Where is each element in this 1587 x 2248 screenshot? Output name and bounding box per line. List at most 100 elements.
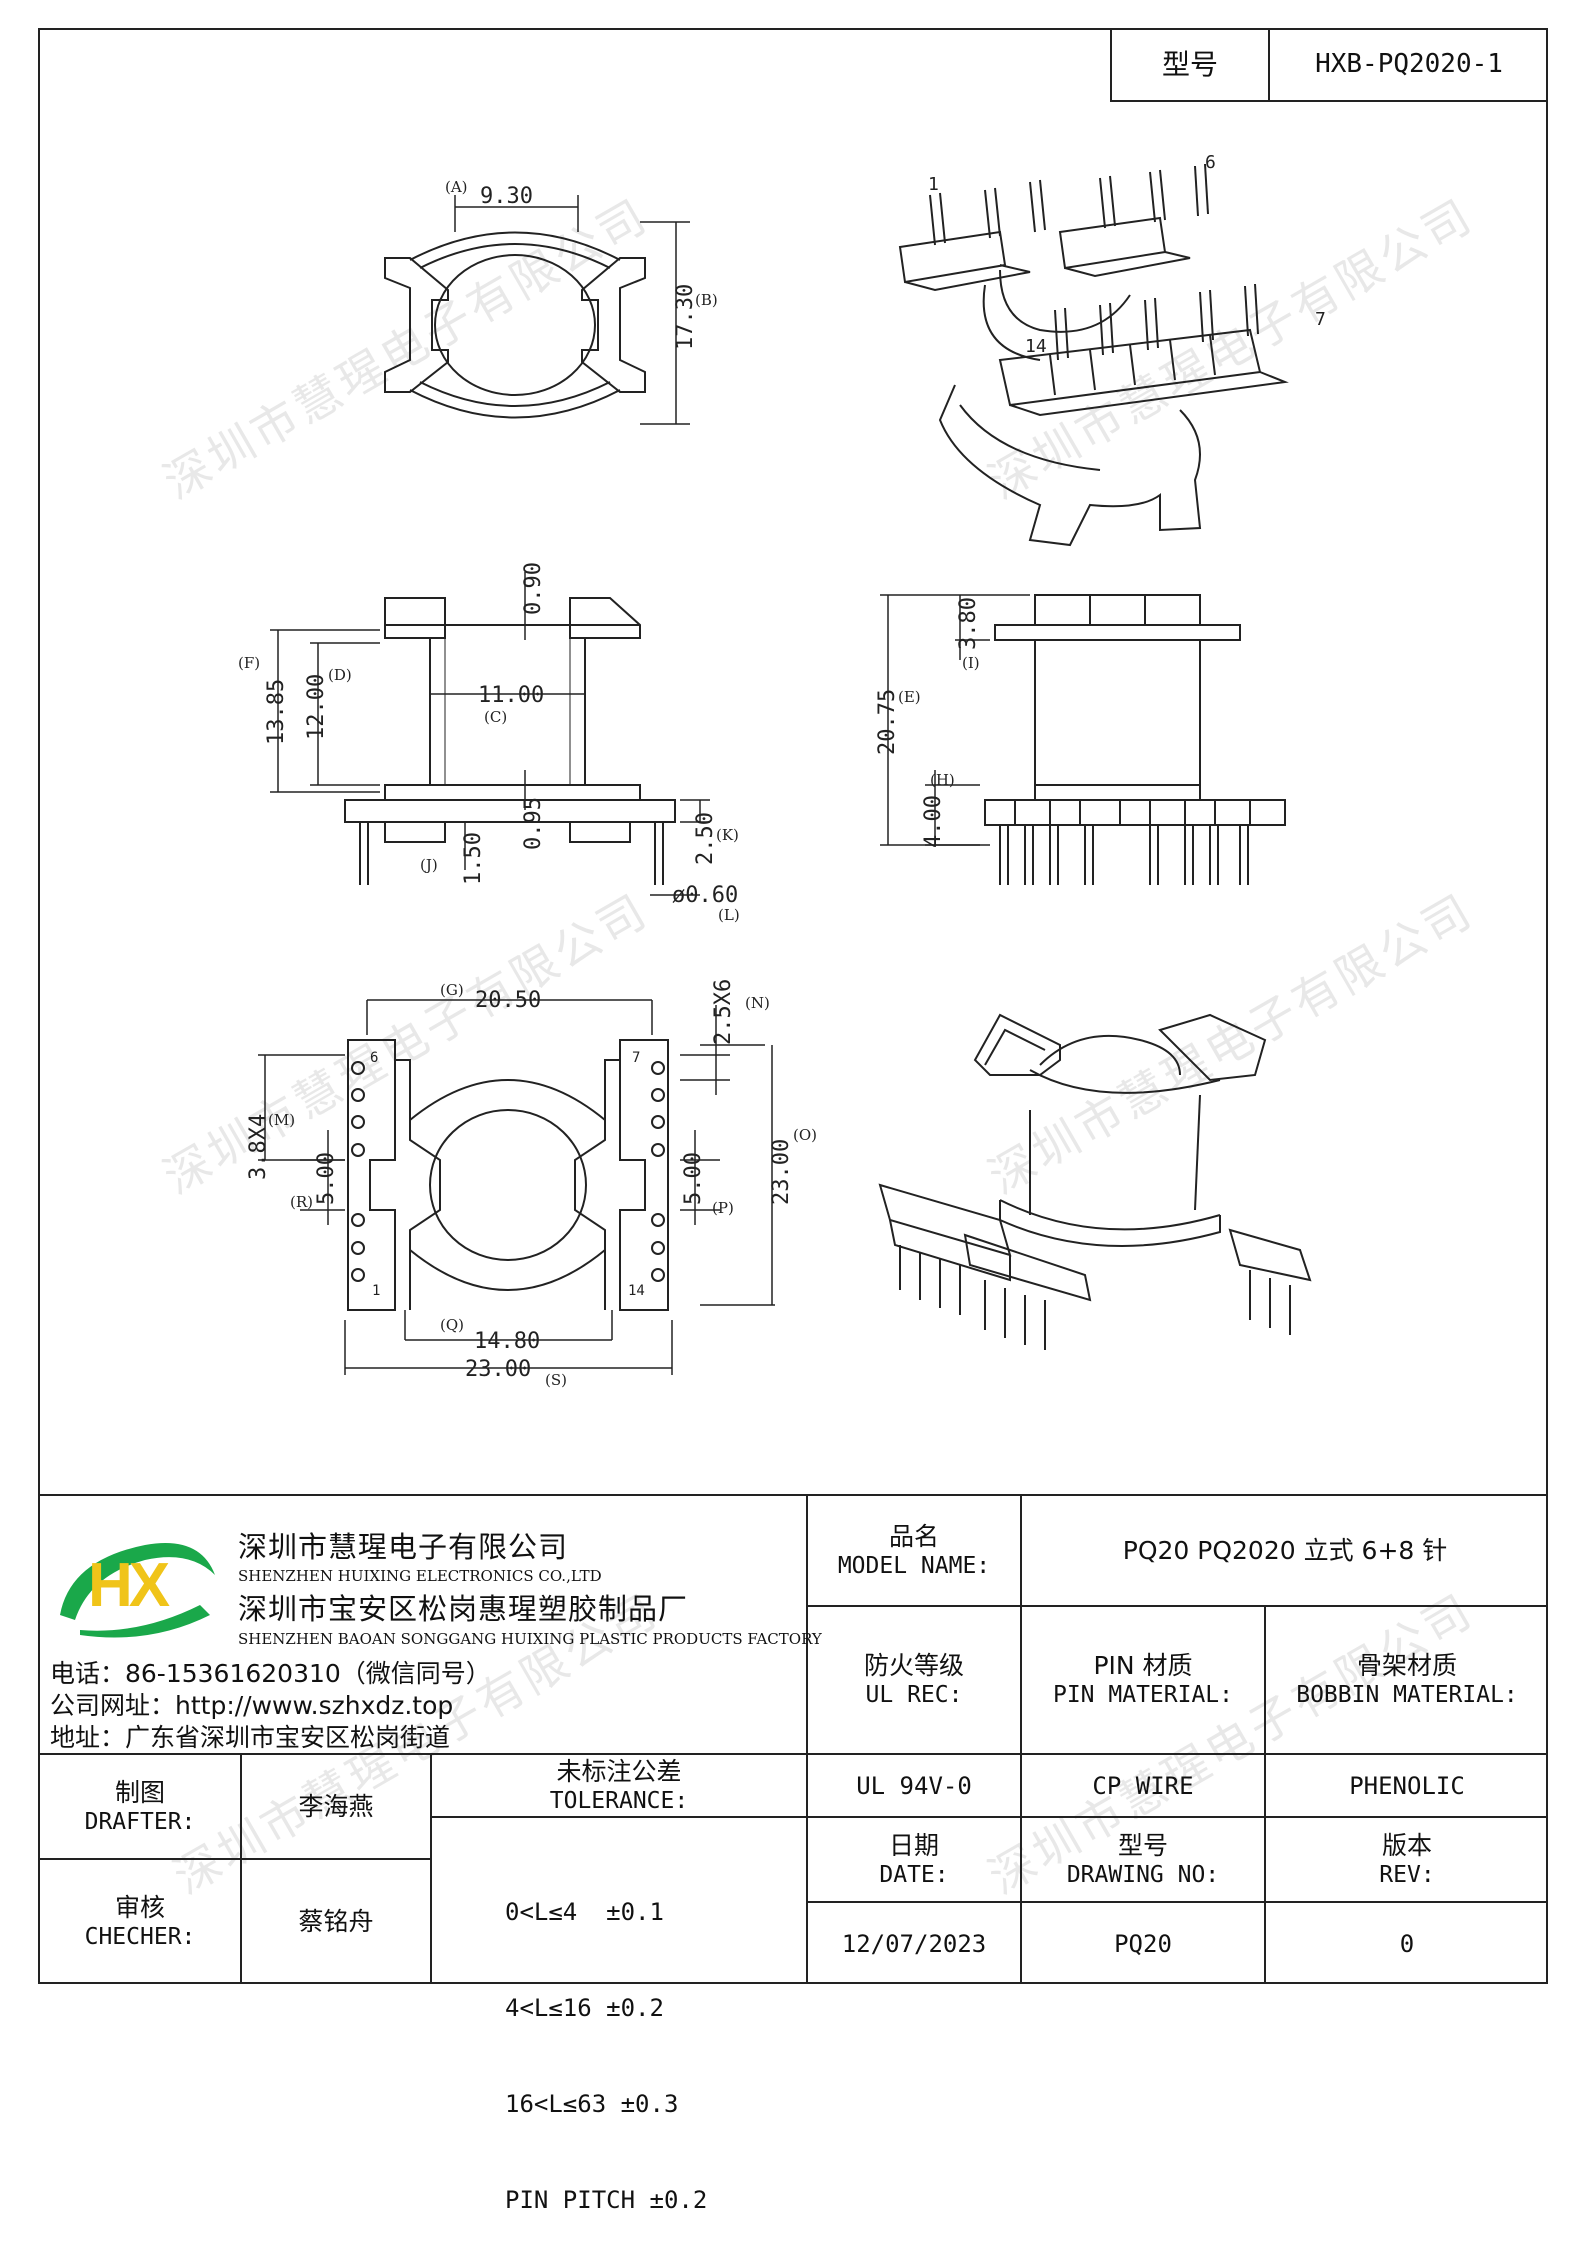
dim-a-tag: (A) bbox=[445, 178, 468, 196]
model-name-en: MODEL NAME: bbox=[837, 1552, 991, 1579]
dim-f-value: 13.85 bbox=[264, 679, 289, 745]
company-address: 地址：广东省深圳市宝安区松岗街道 bbox=[50, 1723, 451, 1752]
dim-l-tag: (L) bbox=[718, 906, 740, 924]
logo-text: HX bbox=[88, 1551, 170, 1620]
tolerance-line: 0<L≤4 ±0.1 bbox=[505, 1898, 664, 1926]
iso-view-bottom bbox=[878, 1013, 1312, 1350]
ul-en: UL REC: bbox=[865, 1682, 963, 1709]
checker-cn: 审核 bbox=[114, 1893, 165, 1922]
grid-line bbox=[38, 1858, 430, 1860]
dim-o-value: 23.00 bbox=[769, 1139, 794, 1205]
header-model-label: 型号 bbox=[1161, 47, 1218, 81]
dim-p-value: 5.00 bbox=[681, 1152, 706, 1205]
grid-line bbox=[806, 1901, 1548, 1903]
dim-c-value: 11.00 bbox=[478, 683, 544, 708]
grid-line bbox=[430, 1753, 432, 1984]
bottom-pin-14: 14 bbox=[628, 1283, 645, 1299]
rev-value: 0 bbox=[1399, 1929, 1415, 1958]
dim-f-tag: (F) bbox=[238, 654, 260, 672]
dim-k-tag: (K) bbox=[716, 826, 739, 844]
bobbin-value: PHENOLIC bbox=[1349, 1771, 1465, 1800]
dim-i-tag: (I) bbox=[962, 654, 980, 672]
top-view: 9.30 (A) 17.30 (B) bbox=[384, 178, 718, 425]
ul-cn: 防火等级 bbox=[863, 1651, 964, 1680]
iso-view-top: 1 6 7 14 bbox=[898, 152, 1326, 547]
dim-e-tag: (E) bbox=[898, 688, 921, 706]
model-name-cn: 品名 bbox=[888, 1521, 939, 1551]
rev-en: REV: bbox=[1379, 1861, 1435, 1888]
model-name-value: PQ20 PQ2020 立式 6+8 针 bbox=[1122, 1535, 1448, 1565]
dim-s-tag: (S) bbox=[545, 1371, 567, 1389]
company-name-cn: 深圳市慧瑆电子有限公司 bbox=[238, 1530, 569, 1564]
dim-j-tag: (J) bbox=[420, 856, 438, 874]
title-block-divider bbox=[806, 1494, 808, 1984]
dim-e-value: 20.75 bbox=[875, 689, 900, 755]
dim-l-value: ø0.60 bbox=[672, 883, 738, 908]
rev-cn: 版本 bbox=[1381, 1830, 1432, 1860]
dim-j-value: 1.50 bbox=[461, 832, 486, 885]
bottom-view: 20.50 (G) 2.5X6 (N) 3.8X4 (M) 5.00 (R) 5… bbox=[246, 979, 817, 1389]
iso-pin-7: 7 bbox=[1315, 309, 1326, 330]
drafter-cn: 制图 bbox=[114, 1777, 165, 1807]
dim-i-value: 3.80 bbox=[956, 597, 981, 650]
drafter-value: 李海燕 bbox=[298, 1791, 374, 1821]
bobbin-material-cn: 骨架材质 bbox=[1356, 1651, 1457, 1680]
ul-value: UL 94V-0 bbox=[856, 1771, 972, 1800]
iso-pin-1: 1 bbox=[928, 174, 939, 195]
header-model-value: HXB-PQ2020-1 bbox=[1315, 48, 1503, 79]
grid-line bbox=[240, 1753, 242, 1984]
front-view: 3.80 (I) 20.75 (E) 4.00 (H) bbox=[875, 594, 1286, 885]
drawing-no-cn: 型号 bbox=[1117, 1830, 1168, 1860]
dim-m-tag: (M) bbox=[268, 1111, 295, 1129]
dim-s-value: 23.00 bbox=[465, 1357, 531, 1382]
bobbin-material-en: BOBBIN MATERIAL: bbox=[1296, 1682, 1518, 1709]
drawing-no-value: PQ20 bbox=[1114, 1929, 1172, 1958]
date-cn: 日期 bbox=[888, 1830, 939, 1860]
dim-b-value: 17.30 bbox=[673, 284, 698, 350]
drafter-en: DRAFTER: bbox=[84, 1808, 196, 1835]
company-phone: 电话：86-15361620310（微信同号） bbox=[50, 1659, 491, 1688]
company-website: 公司网址：http://www.szhxdz.top bbox=[50, 1691, 454, 1720]
tolerance-en: TOLERANCE: bbox=[549, 1787, 689, 1814]
factory-name-cn: 深圳市宝安区松岗惠瑆塑胶制品厂 bbox=[238, 1592, 689, 1626]
tolerance-line: 4<L≤16 ±0.2 bbox=[505, 1994, 664, 2022]
tolerance-line: PIN PITCH ±0.2 bbox=[505, 2186, 708, 2214]
dim-h-value: 4.00 bbox=[921, 795, 946, 848]
title-block-top-line bbox=[38, 1494, 1548, 1496]
pin-value: CP WIRE bbox=[1092, 1771, 1194, 1800]
dim-a-value: 9.30 bbox=[480, 184, 533, 209]
tolerance-cn: 未标注公差 bbox=[556, 1756, 682, 1786]
drawing-frame bbox=[38, 28, 1548, 1984]
dim-c-tag: (C) bbox=[484, 708, 507, 726]
checker-en: CHECHER: bbox=[84, 1924, 196, 1951]
dim-p-tag: (P) bbox=[712, 1199, 734, 1217]
dim-d-tag: (D) bbox=[328, 666, 352, 684]
bottom-pin-6: 6 bbox=[370, 1050, 378, 1066]
company-name-en: SHENZHEN HUIXING ELECTRONICS CO.,LTD bbox=[238, 1567, 602, 1585]
dim-q-value: 14.80 bbox=[474, 1329, 540, 1354]
iso-pin-14: 14 bbox=[1025, 336, 1047, 357]
dim-095: 0.95 bbox=[521, 797, 546, 850]
dim-n-tag: (N) bbox=[745, 994, 770, 1012]
factory-name-en: SHENZHEN BAOAN SONGGANG HUIXING PLASTIC … bbox=[238, 1630, 822, 1648]
side-view: 0.90 11.00 (C) 13.85 (F) 12.00 (D) 0.95 … bbox=[238, 562, 740, 924]
dim-o-tag: (O) bbox=[793, 1126, 817, 1144]
dim-d-value: 12.00 bbox=[304, 674, 329, 740]
pin-material-en: PIN MATERIAL: bbox=[1052, 1682, 1233, 1709]
dim-b-tag: (B) bbox=[695, 291, 718, 309]
technical-drawing: 9.30 (A) 17.30 (B) 1 6 7 14 bbox=[238, 152, 1326, 1389]
company-logo: HX bbox=[50, 1520, 220, 1640]
grid-line bbox=[806, 1605, 1548, 1607]
grid-line bbox=[1264, 1605, 1266, 1984]
date-en: DATE: bbox=[879, 1861, 949, 1888]
dim-g-value: 20.50 bbox=[475, 988, 541, 1013]
iso-pin-6: 6 bbox=[1205, 152, 1216, 173]
dim-090: 0.90 bbox=[521, 562, 546, 615]
dim-g-tag: (G) bbox=[440, 981, 464, 999]
header-model-box: 型号 HXB-PQ2020-1 bbox=[1110, 28, 1548, 102]
date-value: 12/07/2023 bbox=[841, 1929, 987, 1958]
grid-line bbox=[38, 1753, 1548, 1755]
pin-material-cn: PIN 材质 bbox=[1093, 1651, 1193, 1680]
dim-k-value: 2.50 bbox=[693, 812, 718, 865]
tolerance-list: 0<L≤4 ±0.1 4<L≤16 ±0.2 16<L≤63 ±0.3 PIN … bbox=[505, 1832, 707, 2248]
